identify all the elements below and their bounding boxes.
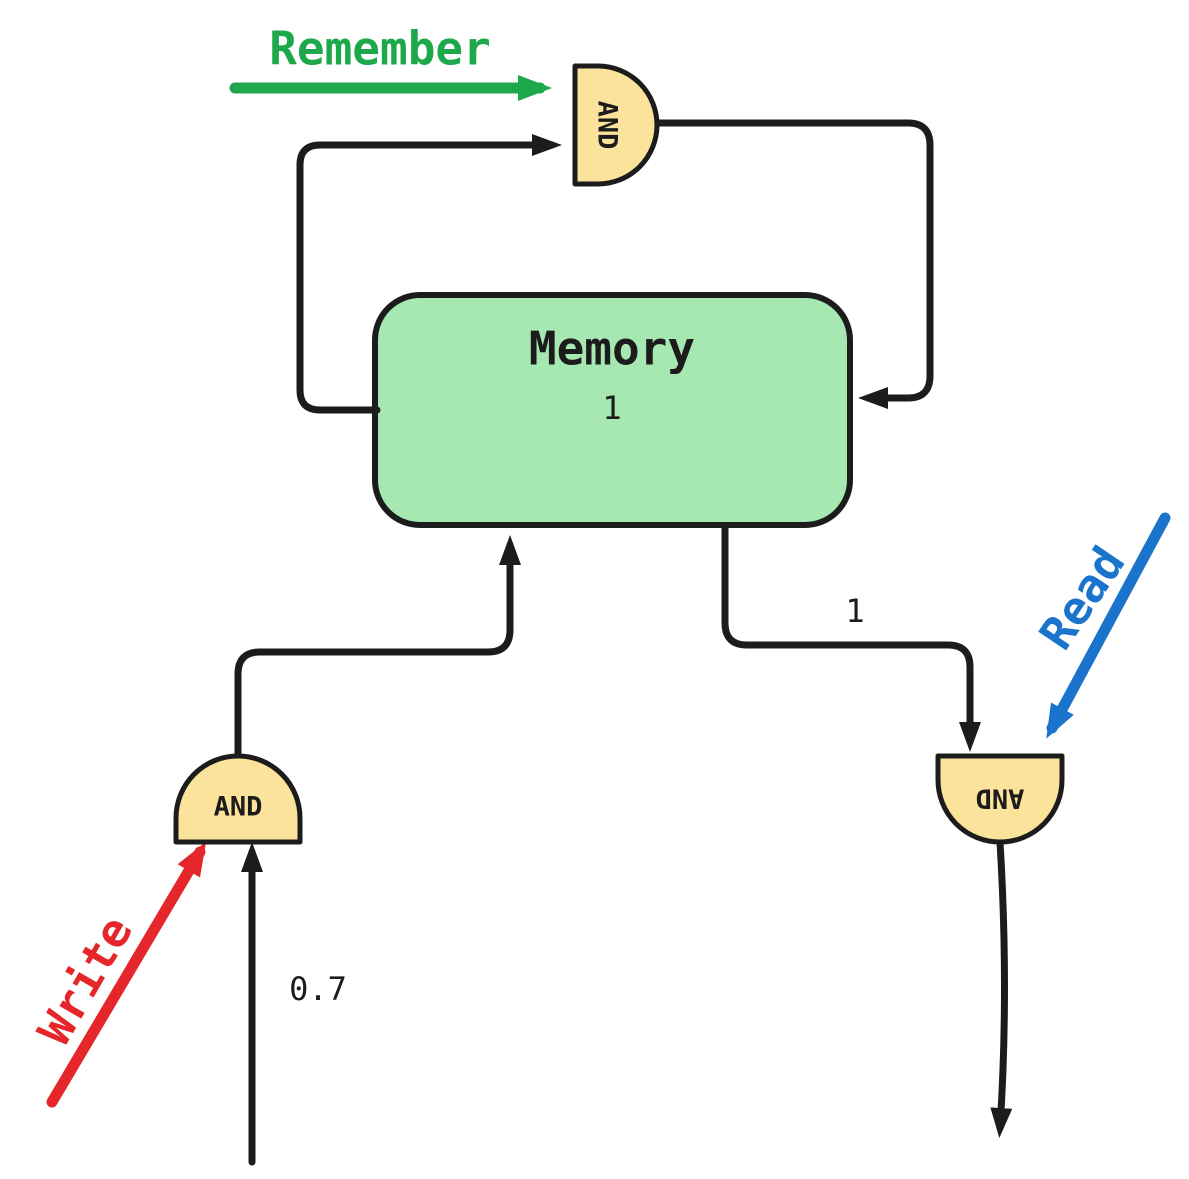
- read-wire-value: 1: [845, 592, 864, 630]
- memory-value: 1: [602, 389, 621, 427]
- write-arrow: [46, 841, 207, 1108]
- and-gate-write: [173, 753, 303, 845]
- read-arrow: [1046, 512, 1171, 739]
- read-gate-output-wire: [990, 838, 1013, 1138]
- write-gate-to-memory-wire: [234, 535, 521, 760]
- and-gate-top-label: AND: [592, 101, 623, 150]
- remember-label: Remember: [269, 22, 491, 76]
- feedback-wire-right: [653, 119, 934, 409]
- and-gate-read: [935, 753, 1065, 845]
- feedback-wire-left: [296, 134, 562, 414]
- and-gate-top: [572, 63, 660, 187]
- and-gate-read-label: AND: [976, 783, 1025, 814]
- memory-to-read-gate-wire: [721, 523, 981, 752]
- write-wire-value: 0.7: [289, 970, 347, 1008]
- and-gate-write-label: AND: [214, 792, 263, 823]
- memory-title: Memory: [529, 322, 695, 376]
